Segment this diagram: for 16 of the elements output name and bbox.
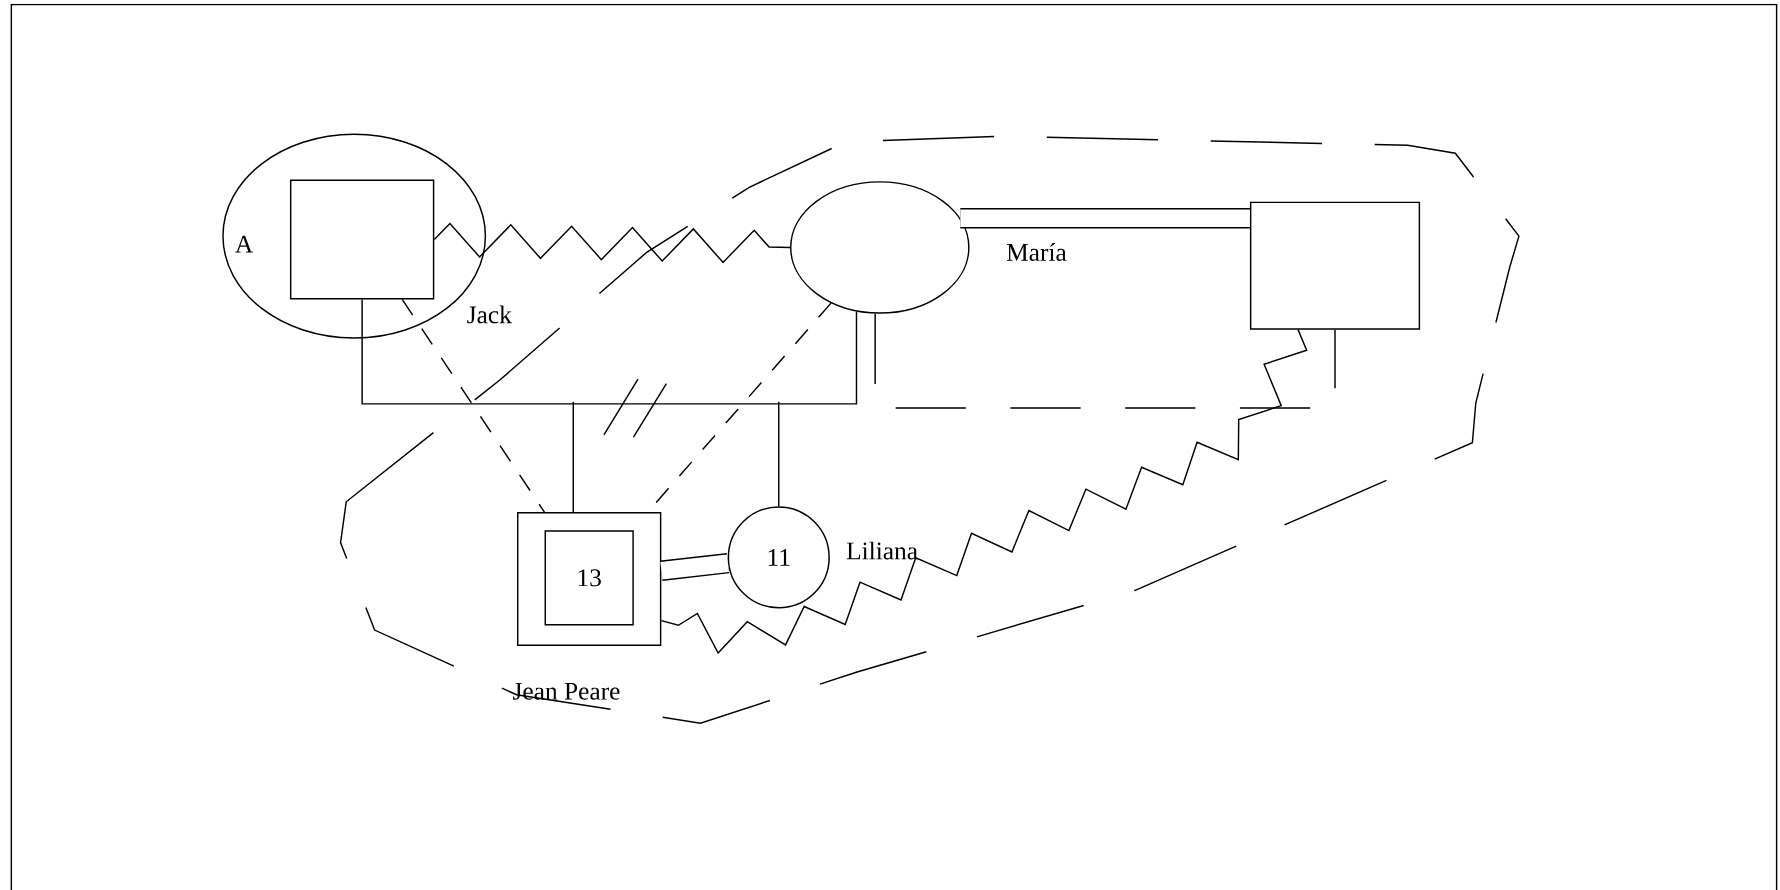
marriage-line: [361, 298, 858, 405]
name-label: Jean Peare: [513, 682, 620, 700]
inner-square: 13: [544, 530, 634, 626]
partner-line: [874, 312, 1336, 409]
child-line: [778, 401, 780, 508]
name-label: María: [1006, 243, 1067, 261]
double-line: [960, 207, 1250, 229]
connector-line: [401, 298, 546, 513]
male-square: [1249, 201, 1421, 330]
name-label: Liliana: [846, 541, 918, 560]
female-oval: [790, 181, 970, 314]
double-line: [660, 553, 730, 581]
male-square: [289, 179, 435, 300]
zigzag-line: [433, 222, 791, 264]
child-line: [572, 401, 574, 513]
zigzag-line: [660, 328, 1308, 655]
